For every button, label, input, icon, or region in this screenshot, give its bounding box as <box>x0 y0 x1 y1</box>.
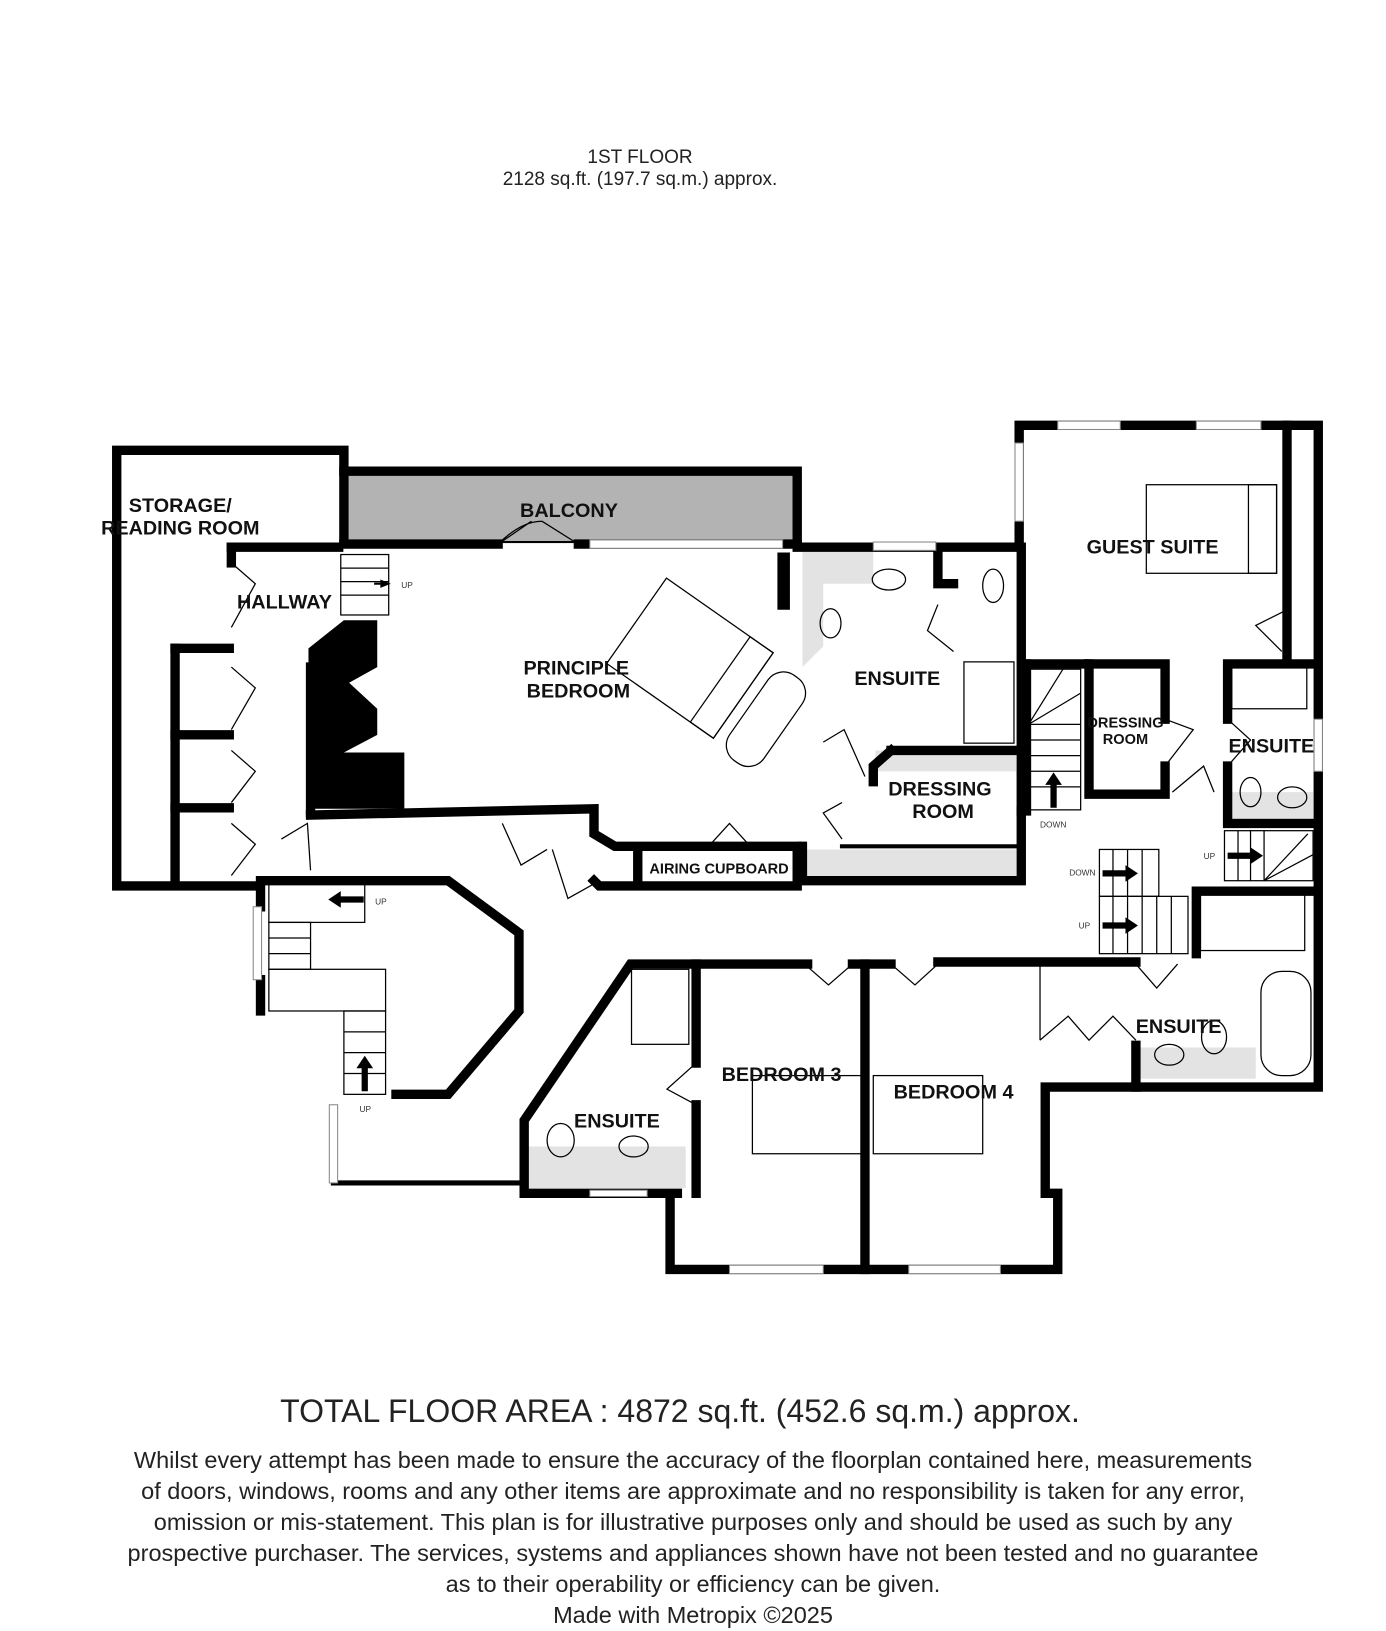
storage-label-2: READING ROOM <box>101 518 259 540</box>
guest-suite-label: GUEST SUITE <box>1087 536 1219 558</box>
disclaimer: Whilst every attempt has been made to en… <box>0 1445 1386 1631</box>
balcony-label: BALCONY <box>520 500 618 522</box>
disclaimer-line: omission or mis-statement. This plan is … <box>153 1509 1233 1535</box>
disclaimer-line: of doors, windows, rooms and any other i… <box>141 1478 1245 1504</box>
walls <box>112 420 1323 1275</box>
fireplace <box>308 620 405 809</box>
fixtures <box>546 484 1312 1158</box>
principle-bedroom-label-2: BEDROOM <box>527 680 630 702</box>
storage-label-1: STORAGE/ <box>129 495 233 517</box>
disclaimer-line: as to their operability or efficiency ca… <box>445 1571 941 1597</box>
hallway-label: HALLWAY <box>237 592 332 614</box>
principle-bedroom-label-1: PRINCIPLE <box>523 657 629 679</box>
doors <box>230 520 1288 1106</box>
total-floor-area: TOTAL FLOOR AREA : 4872 sq.ft. (452.6 sq… <box>280 1393 1080 1429</box>
stair-label-up: UP <box>1204 851 1216 861</box>
bedroom-4-label: BEDROOM 4 <box>894 1082 1014 1104</box>
stair-label-up: UP <box>1079 921 1091 931</box>
stair-label-up: UP <box>360 1104 372 1114</box>
stair-label-down: DOWN <box>1040 820 1066 830</box>
bedroom-3-label: BEDROOM 3 <box>722 1064 842 1086</box>
disclaimer-line: prospective purchaser. The services, sys… <box>127 1540 1259 1566</box>
dressing-room-label-2: ROOM <box>1103 732 1148 748</box>
ensuite-label: ENSUITE <box>1228 736 1314 758</box>
stair-label-down: DOWN <box>1069 868 1095 878</box>
wet-area <box>802 547 874 668</box>
dressing-room-label-1: DRESSING <box>888 778 991 800</box>
staircases: UP UP UP DOWN DOWN UP UP <box>268 553 1314 1114</box>
wet-area <box>875 750 1017 772</box>
wet-area <box>527 1146 686 1189</box>
disclaimer-line: Whilst every attempt has been made to en… <box>133 1447 1253 1473</box>
balcony-area <box>344 472 798 544</box>
dressing-room-label-2: ROOM <box>912 801 974 823</box>
wet-area <box>1135 1047 1256 1079</box>
ensuite-label: ENSUITE <box>1136 1016 1222 1038</box>
ensuite-label: ENSUITE <box>574 1111 660 1133</box>
windows <box>252 420 1323 1275</box>
made-with-credit: Made with Metropix ©2025 <box>553 1602 833 1628</box>
ensuite-label: ENSUITE <box>854 668 940 690</box>
floor-area: 2128 sq.ft. (197.7 sq.m.) approx. <box>502 169 778 190</box>
wet-area <box>1229 792 1314 819</box>
room-labels: STORAGE/ READING ROOM BALCONY HALLWAY PR… <box>101 495 1314 1133</box>
airing-cupboard-label: AIRING CUPBOARD <box>649 861 788 877</box>
dressing-room-label-1: DRESSING <box>1087 716 1163 732</box>
stair-label-up: UP <box>401 580 413 590</box>
floor-title: 1ST FLOOR <box>587 147 693 168</box>
stair-label-up: UP <box>375 897 387 907</box>
